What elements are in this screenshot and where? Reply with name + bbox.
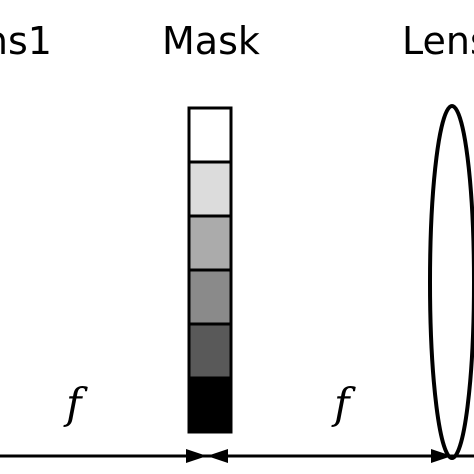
left-span-arrowhead (186, 449, 207, 463)
lens1-label: Lens1 (0, 19, 52, 63)
lens2-span-arrowhead (431, 449, 452, 463)
mask-cell (187, 322, 233, 380)
mask (187, 106, 233, 434)
mask-cell (187, 214, 233, 272)
mask-cell (187, 376, 233, 434)
focal-length-right-label: f (331, 379, 356, 428)
lens2-shape (428, 104, 474, 460)
focal-length-left-label: f (63, 379, 88, 428)
mask-cell (187, 268, 233, 326)
right-span-arrowhead (207, 449, 228, 463)
mask-label: Mask (162, 19, 260, 63)
mask-cell (187, 106, 233, 164)
mask-cell (187, 160, 233, 218)
lens2-label: Lens2 (402, 19, 474, 63)
